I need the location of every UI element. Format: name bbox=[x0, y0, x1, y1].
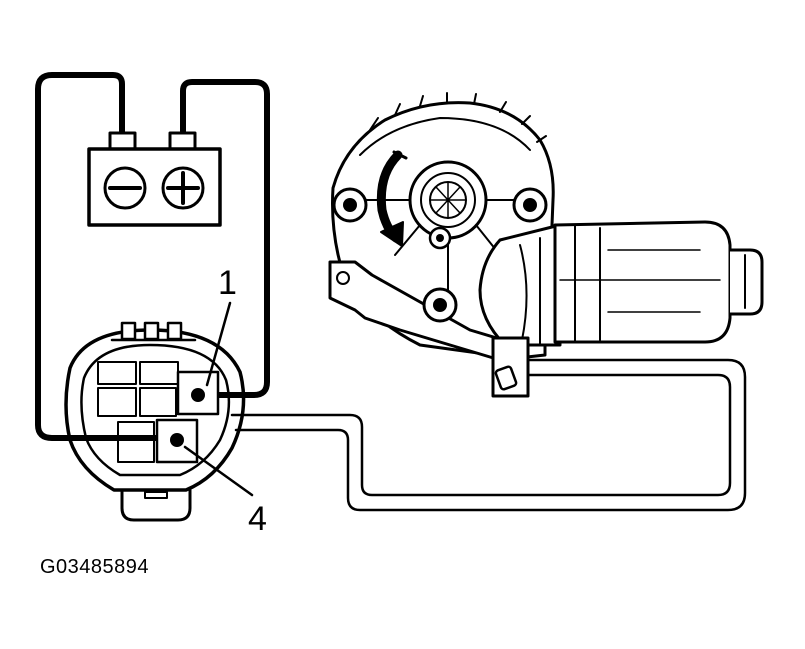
terminal-1-pin bbox=[191, 388, 205, 402]
power-window-motor bbox=[328, 92, 764, 398]
connector-inner-shell bbox=[80, 343, 231, 477]
connector-cavities bbox=[97, 361, 179, 463]
terminal-4-pin bbox=[170, 433, 184, 447]
minus-icon bbox=[103, 166, 147, 210]
connector bbox=[64, 321, 246, 522]
connector-latch-tabs bbox=[110, 321, 197, 342]
leader-line-4 bbox=[183, 445, 254, 497]
plus-icon bbox=[161, 166, 205, 210]
battery-negative-lead bbox=[35, 72, 181, 441]
wiring-harness bbox=[230, 358, 747, 512]
mounting-bracket bbox=[328, 260, 547, 362]
connector-bottom-lock bbox=[120, 488, 192, 522]
terminal-1-callout: 1 bbox=[218, 264, 237, 302]
motor-connector-housing bbox=[491, 336, 530, 398]
rotation-arrow-icon bbox=[376, 150, 408, 247]
mounting-bosses bbox=[332, 187, 548, 323]
leader-line-1 bbox=[205, 301, 232, 387]
battery-positive-lead bbox=[180, 79, 270, 398]
figure-id: G03485894 bbox=[40, 556, 150, 578]
gearbox-section bbox=[478, 223, 562, 347]
motor-can bbox=[553, 220, 764, 344]
battery bbox=[87, 131, 222, 227]
housing-ribs bbox=[359, 92, 547, 156]
terminal-4-callout: 4 bbox=[248, 500, 267, 538]
